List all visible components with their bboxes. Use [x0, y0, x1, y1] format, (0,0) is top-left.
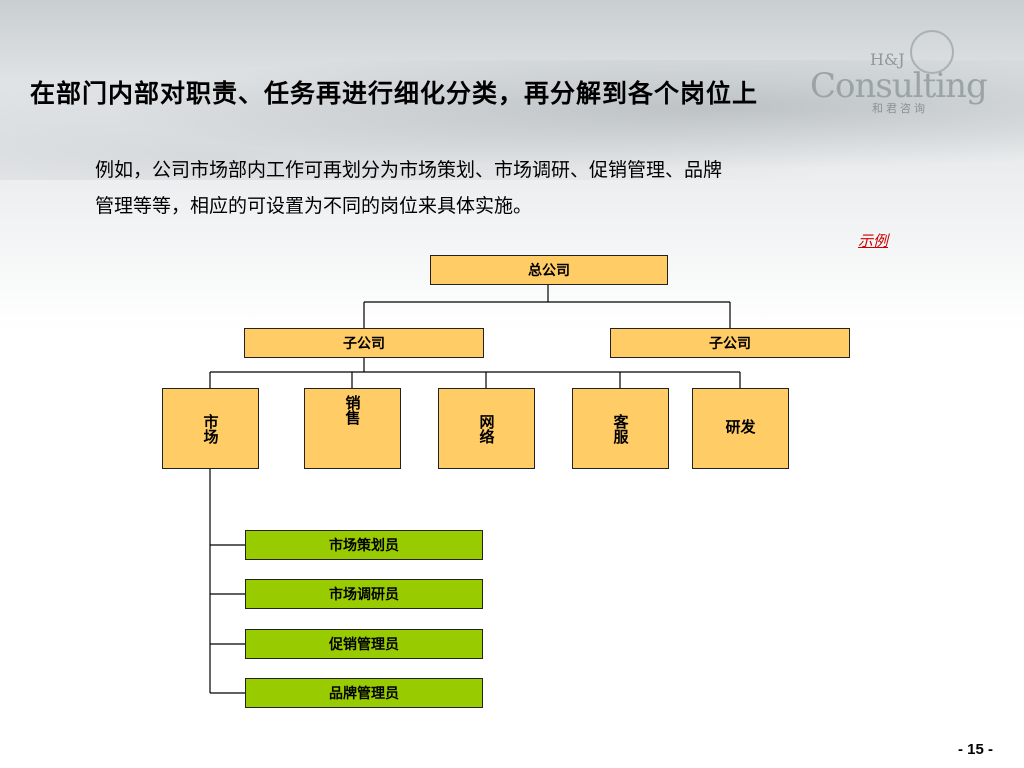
node-dept-rnd: 研发	[692, 388, 789, 469]
node-dept-market: 市场	[162, 388, 259, 469]
node-dept-service: 客服	[572, 388, 669, 469]
node-position-planner: 市场策划员	[245, 530, 483, 560]
description-line-2: 管理等等，相应的可设置为不同的岗位来具体实施。	[95, 195, 533, 217]
node-position-promotion: 促销管理员	[245, 629, 483, 659]
dept-service-label: 客服	[611, 413, 630, 444]
node-dept-network: 网络	[438, 388, 535, 469]
description-line-1: 例如，公司市场部内工作可再划分为市场策划、市场调研、促销管理、品牌	[95, 159, 723, 181]
logo-hj: H&J	[870, 50, 905, 69]
page-number: - 15 -	[958, 741, 994, 758]
logo-chinese: 和君咨询	[872, 102, 928, 115]
node-position-researcher: 市场调研员	[245, 579, 483, 609]
company-logo: H&J Consulting 和君咨询	[810, 30, 1010, 120]
logo-ring-icon	[910, 30, 954, 74]
dept-network-label: 网络	[477, 413, 496, 444]
node-subsidiary-2: 子公司	[610, 328, 850, 358]
node-head-office: 总公司	[430, 255, 668, 285]
node-position-brand: 品牌管理员	[245, 678, 483, 708]
example-label: 示例	[858, 232, 889, 250]
dept-market-label: 市场	[201, 413, 220, 444]
node-dept-sales: 销售	[304, 388, 401, 469]
node-subsidiary-1: 子公司	[244, 328, 484, 358]
slide-title: 在部门内部对职责、任务再进行细化分类，再分解到各个岗位上	[30, 79, 759, 108]
dept-sales-label: 销售	[343, 395, 362, 425]
logo-consulting: Consulting	[810, 66, 988, 106]
description: 例如，公司市场部内工作可再划分为市场策划、市场调研、促销管理、品牌 管理等等，相…	[95, 152, 945, 224]
landscape-wash	[0, 60, 1024, 180]
